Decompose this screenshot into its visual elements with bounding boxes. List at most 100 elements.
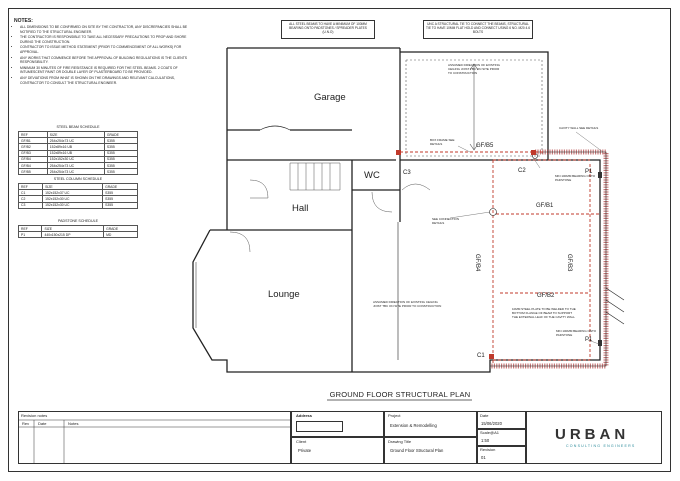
- cell: P1: [17, 231, 43, 239]
- tag-p1-bottom: P1: [585, 337, 593, 343]
- cell: 152x152x30 UC: [42, 201, 104, 209]
- extension-walls: [400, 51, 549, 160]
- tie-note-box: UNC A STRUCTURAL TIE TO CONNECT THE BEAM…: [423, 20, 533, 39]
- column-schedule-title: STEEL COLUMN SCHEDULE: [53, 177, 103, 181]
- stairs: [289, 162, 341, 191]
- room-lounge: Lounge: [268, 289, 300, 300]
- cell: MD: [103, 231, 138, 239]
- note-item: ANY DEVIATIONS FROM WHAT IS SHOWN ON THE…: [20, 76, 188, 85]
- cell: C3: [17, 201, 44, 209]
- date-header: Date: [38, 421, 47, 426]
- project-label: Project: [388, 413, 401, 418]
- tag-p1-top: P1: [585, 169, 593, 175]
- annotation-steel-plate: 10MM STEEL PLATE TO BE WELDED TO THE BOT…: [512, 307, 576, 319]
- bearing-note-box: ALL STEEL BEAMS TO HAVE A MINIMUM OF 100…: [281, 20, 375, 39]
- padstone-p1-bottom: [598, 340, 602, 346]
- beams: [400, 151, 600, 364]
- tag-gf-b2: GF/B2: [537, 293, 555, 299]
- bay-window: [192, 229, 352, 373]
- tag-c2: C2: [518, 168, 526, 174]
- tag-gf-b1: GF/B1: [536, 203, 554, 209]
- date-value: 15/06/2020: [481, 421, 502, 426]
- address-label: Address: [296, 413, 313, 418]
- leader-lines: [449, 131, 604, 345]
- note-item: ALL DIMENSIONS TO BE CONFIRMED ON SITE B…: [20, 25, 188, 34]
- column-c2: [531, 150, 536, 155]
- date-box: [477, 411, 526, 429]
- room-wc: WC: [364, 170, 380, 181]
- logo-box: [526, 411, 662, 464]
- room-hall: Hall: [292, 203, 309, 214]
- annotation-connection: SEE CONNECTION DETAILS: [432, 217, 460, 225]
- notes-title: NOTES:: [14, 18, 33, 24]
- drawing-title-value: Ground Floor Structural Plan: [390, 448, 444, 453]
- column-c3: [396, 150, 401, 155]
- note-item: CONTRACTOR TO ISSUE METHOD STATEMENT (PR…: [20, 45, 188, 54]
- tag-c1: C1: [477, 353, 485, 359]
- revision-label: Revision: [480, 447, 496, 452]
- notes-list: ALL DIMENSIONS TO BE CONFIRMED ON SITE B…: [14, 25, 188, 86]
- padstone-schedule-title: PADSTONE SCHEDULE: [57, 219, 98, 223]
- scale-box: [477, 429, 526, 446]
- scale-label: Scale@A1: [480, 430, 499, 435]
- columns: [396, 150, 536, 359]
- project-value: Extension & Remodelling: [390, 423, 437, 428]
- scale-value: 1:50: [481, 438, 490, 443]
- tag-gf-b5: GF/B5: [476, 143, 494, 149]
- revision-notes-box: [18, 411, 291, 464]
- door-arcs: [229, 179, 431, 253]
- cavity-wall: [490, 149, 609, 369]
- revision-notes-label: Revision notes: [21, 413, 48, 418]
- date-label: Date: [480, 413, 489, 418]
- house-walls: [210, 159, 396, 231]
- wc-walls: [352, 160, 401, 222]
- beam-frame: [493, 159, 590, 361]
- annotation-bearing-top: MIN 100MM BEARING ONTO PADSTONE: [555, 174, 596, 182]
- address-box: [291, 411, 384, 437]
- client-label: Client: [296, 439, 307, 444]
- project-box: [384, 411, 477, 437]
- padstone-p1-top: [598, 172, 602, 178]
- revision-value: 01: [481, 455, 486, 460]
- cell: S355: [102, 201, 138, 209]
- annotation-joist-top: ASSUMED DIRECTION OF EXISTING CEILING JO…: [448, 63, 501, 75]
- garage-door-arc: [259, 125, 291, 131]
- client-box: [291, 437, 384, 464]
- beam-schedule-title: STEEL BEAM SCHEDULE: [56, 125, 100, 129]
- company-logo-subtitle: CONSULTING ENGINEERS: [566, 444, 636, 448]
- column-c1: [489, 354, 494, 359]
- annotation-cavity-wall: CAVITY WALL SEE DETAILS: [559, 126, 599, 130]
- note-item: MINIMUM 30 MINUTES OF FIRE RESISTANCE IS…: [20, 66, 188, 75]
- joist-hatch-top: [405, 59, 543, 157]
- drawing-sheet: [8, 8, 671, 472]
- client-value: Private: [298, 448, 312, 453]
- address-field: [296, 421, 343, 432]
- drawing-title: GROUND FLOOR STRUCTURAL PLAN: [329, 390, 471, 399]
- drawing-title-label: Drawing Title: [388, 439, 412, 444]
- garage-walls: [226, 47, 401, 160]
- note-item: THE CONTRACTOR IS RESPONSIBLE TO TAKE AL…: [20, 35, 188, 44]
- notes-header: Notes: [68, 421, 79, 426]
- annotation-box-frame: BOX FRAME SEE DETAILS: [430, 138, 455, 146]
- annotation-joist-bottom: ASSUMED DIRECTION OF EXISTING CEILING JO…: [373, 300, 442, 308]
- room-garage: Garage: [314, 92, 346, 103]
- padstones: [598, 172, 602, 346]
- annotation-bearing-bottom: MIN 100MM BEARING ONTO PADSTONE: [556, 329, 597, 337]
- cell: S355: [103, 168, 139, 176]
- drawing-title-box: [384, 437, 477, 464]
- tag-c3: C3: [403, 170, 411, 176]
- rev-header: Rev: [22, 421, 30, 426]
- company-logo: URBAN: [555, 426, 630, 443]
- revision-box: [477, 446, 526, 464]
- note-item: ANY WORKS THAT COMMENCE BEFORE THE APPRO…: [20, 56, 188, 65]
- walls: [192, 47, 601, 373]
